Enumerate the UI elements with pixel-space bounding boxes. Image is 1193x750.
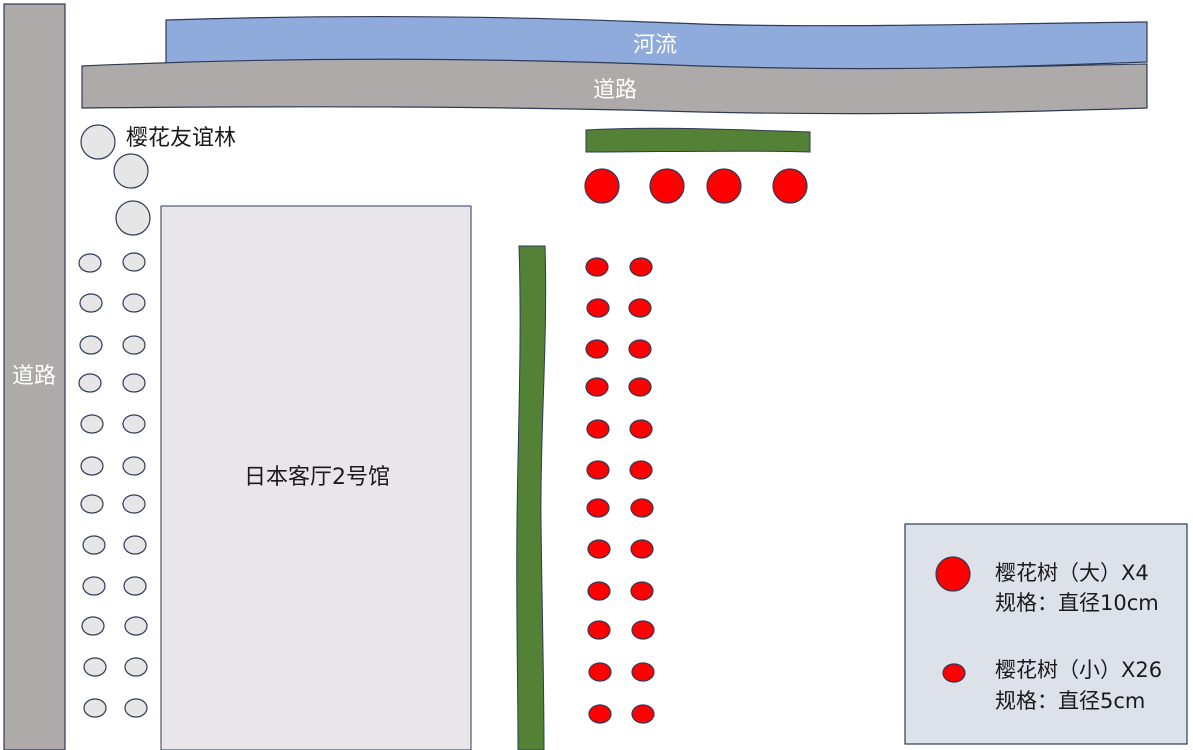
small-cherry-tree <box>629 257 653 277</box>
small-cherry-tree <box>588 662 612 682</box>
existing-tree <box>122 373 146 393</box>
existing-trees <box>78 124 151 718</box>
japan-hall-2 <box>160 205 472 750</box>
existing-tree <box>79 293 103 313</box>
large-cherry-tree <box>649 168 685 204</box>
small-cherry-tree <box>586 460 610 480</box>
small-cherry-tree <box>631 620 655 640</box>
hedge-top <box>585 127 811 153</box>
existing-tree <box>113 153 149 189</box>
existing-tree <box>122 414 146 434</box>
small-cherry-tree <box>586 498 610 518</box>
small-cherry-tree <box>630 539 654 559</box>
small-cherry-tree <box>588 704 612 724</box>
small-cherry-tree <box>631 662 655 682</box>
river-label: 河流 <box>633 33 677 58</box>
small-cherry-tree <box>587 581 611 601</box>
legend-large-line1: 樱花树（大）X4 <box>995 561 1149 585</box>
legend-small-swatch <box>942 663 966 683</box>
existing-tree <box>122 456 146 476</box>
small-cherry-tree <box>629 460 653 480</box>
large-cherry-tree <box>584 168 620 204</box>
small-cherry-tree <box>628 339 652 359</box>
small-cherry-tree <box>585 339 609 359</box>
grove-label: 樱花友谊林 <box>126 126 236 151</box>
existing-tree <box>82 535 106 555</box>
existing-tree <box>80 494 104 514</box>
small-cherry-tree <box>628 298 652 318</box>
existing-tree <box>83 657 107 677</box>
existing-tree <box>78 253 102 273</box>
existing-tree <box>81 616 105 636</box>
large-cherry-tree <box>706 168 742 204</box>
road-left <box>3 3 66 750</box>
small-cherry-tree <box>630 498 654 518</box>
large-cherry-trees <box>584 168 808 204</box>
small-cherry-tree <box>630 581 654 601</box>
small-cherry-tree <box>628 377 652 397</box>
small-cherry-tree <box>629 419 653 439</box>
existing-tree <box>124 616 148 636</box>
existing-tree <box>123 576 147 596</box>
existing-tree <box>82 576 106 596</box>
legend-small-line1: 樱花树（小）X26 <box>995 658 1162 682</box>
small-cherry-tree <box>585 257 609 277</box>
existing-tree <box>115 200 151 236</box>
existing-tree <box>124 657 148 677</box>
existing-tree <box>122 335 146 355</box>
existing-tree <box>80 456 104 476</box>
small-cherry-tree <box>586 419 610 439</box>
existing-tree <box>122 494 146 514</box>
existing-tree <box>124 698 148 718</box>
large-cherry-tree <box>772 168 808 204</box>
small-cherry-tree <box>587 539 611 559</box>
hall-label: 日本客厅2号馆 <box>244 465 390 490</box>
hedge-vertical <box>516 245 547 750</box>
road-top <box>81 58 1148 115</box>
road-top-label: 道路 <box>593 78 637 103</box>
legend-small-line2: 规格：直径5cm <box>995 689 1145 713</box>
small-cherry-tree <box>587 620 611 640</box>
small-cherry-trees <box>585 257 655 724</box>
existing-tree <box>83 698 107 718</box>
legend: 樱花树（大）X4 规格：直径10cm 樱花树（小）X26 规格：直径5cm <box>904 523 1188 745</box>
existing-tree <box>80 124 116 160</box>
road-left-label: 道路 <box>12 364 56 389</box>
existing-tree <box>123 535 147 555</box>
small-cherry-tree <box>586 298 610 318</box>
existing-tree <box>78 373 102 393</box>
small-cherry-tree <box>585 377 609 397</box>
small-cherry-tree <box>631 704 655 724</box>
existing-tree <box>122 293 146 313</box>
existing-tree <box>79 335 103 355</box>
existing-tree <box>80 414 104 434</box>
legend-large-line2: 规格：直径10cm <box>995 591 1159 615</box>
legend-large-swatch <box>935 556 971 592</box>
existing-tree <box>122 252 146 272</box>
